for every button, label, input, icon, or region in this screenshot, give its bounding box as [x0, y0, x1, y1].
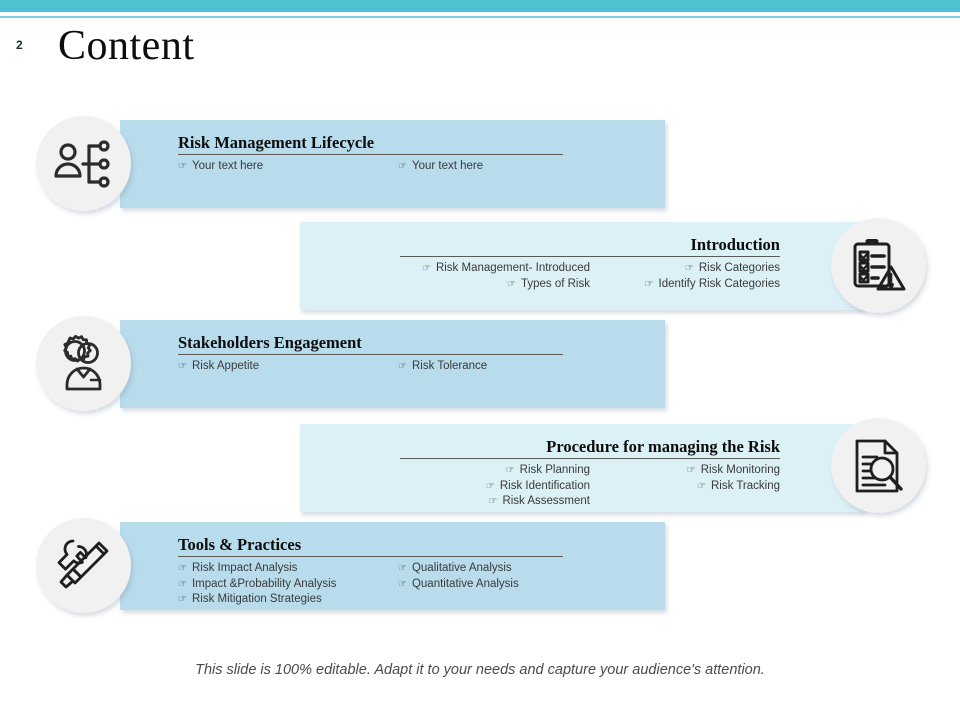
list-item-label: Identify Risk Categories — [658, 277, 780, 290]
bullet-icon: ☞ — [684, 263, 694, 275]
title-rule — [400, 256, 780, 258]
band-procedure-for-managing-the-risk[interactable]: Procedure for managing the Risk ☞ Risk P… — [300, 424, 865, 512]
band-title: Risk Management Lifecycle — [178, 133, 375, 152]
list-item-label: Your text here — [411, 160, 484, 173]
bullet-icon: ☞ — [697, 480, 706, 492]
bullet-icon: ☞ — [505, 465, 515, 477]
list-item-label: Risk Categories — [698, 262, 780, 275]
list-item: ☞ Your text here — [178, 159, 263, 175]
band-introduction[interactable]: Introduction ☞ Risk Management- Introduc… — [300, 222, 865, 310]
list-item-label: Risk Planning — [519, 464, 590, 477]
bullet-icon: ☞ — [178, 578, 187, 590]
bullet-icon: ☞ — [644, 278, 654, 290]
band-column-right: ☞ Your text here — [398, 159, 618, 175]
band-background — [120, 120, 665, 208]
list-item-label: Risk Tolerance — [411, 360, 488, 373]
band-title: Procedure for managing the Risk — [546, 437, 780, 456]
title-rule — [178, 154, 563, 156]
list-item: ☞ Risk Management- Introduced — [422, 261, 590, 277]
wrench-screwdriver-icon — [36, 518, 131, 613]
band-column-left: ☞ Risk Planning ☞ Risk Identification ☞ … — [400, 463, 590, 510]
band-title: Stakeholders Engagement — [178, 333, 362, 352]
list-item: ☞ Types of Risk — [507, 277, 590, 293]
list-item-label: Qualitative Analysis — [411, 562, 512, 575]
list-item: ☞ Risk Mitigation Strategies — [178, 592, 322, 608]
list-item: ☞ Impact &Probability Analysis — [178, 577, 336, 593]
editable-note: This slide is 100% editable. Adapt it to… — [195, 662, 765, 678]
list-item-label: Your text here — [191, 160, 264, 173]
band-column-left: ☞ Risk Impact Analysis ☞ Impact &Probabi… — [178, 561, 398, 608]
list-item: ☞ Qualitative Analysis — [398, 561, 512, 577]
band-column-right: ☞ Risk Tolerance — [398, 359, 618, 375]
list-item: ☞ Identify Risk Categories — [645, 277, 780, 293]
top-accent-bar — [0, 0, 960, 12]
title-rule — [400, 458, 780, 460]
bullet-icon: ☞ — [178, 563, 187, 575]
clipboard-warning-icon — [831, 218, 926, 313]
list-item-label: Risk Monitoring — [700, 464, 780, 477]
bullet-icon: ☞ — [686, 465, 696, 477]
bullet-icon: ☞ — [485, 480, 495, 492]
list-item: ☞ Risk Identification — [486, 479, 590, 495]
document-search-icon — [831, 418, 926, 513]
list-item-label: Impact &Probability Analysis — [191, 577, 337, 590]
bullet-icon: ☞ — [398, 578, 407, 590]
band-background — [120, 522, 665, 610]
list-item-label: Quantitative Analysis — [411, 577, 519, 590]
list-item-label: Risk Impact Analysis — [191, 562, 298, 575]
list-item: ☞ Risk Tolerance — [398, 359, 487, 375]
list-item-label: Risk Appetite — [191, 360, 260, 373]
list-item: ☞ Risk Planning — [506, 463, 590, 479]
list-item-label: Risk Mitigation Strategies — [191, 593, 322, 606]
band-column-left: ☞ Risk Appetite — [178, 359, 398, 375]
title-rule — [178, 556, 563, 558]
title-rule — [178, 354, 563, 356]
list-item: ☞ Quantitative Analysis — [398, 577, 519, 593]
bullet-icon: ☞ — [507, 278, 516, 290]
band-column-right: ☞ Qualitative Analysis ☞ Quantitative An… — [398, 561, 618, 608]
list-item: ☞ Risk Tracking — [697, 479, 780, 495]
band-column-left: ☞ Your text here — [178, 159, 398, 175]
top-accent-line — [0, 16, 960, 18]
band-background — [120, 320, 665, 408]
bullet-icon: ☞ — [488, 496, 498, 508]
band-background — [300, 424, 865, 512]
list-item-label: Risk Tracking — [710, 479, 780, 492]
band-title: Tools & Practices — [178, 535, 302, 554]
list-item: ☞ Risk Impact Analysis — [178, 561, 297, 577]
list-item-label: Risk Assessment — [502, 495, 590, 508]
page-number: 2 — [16, 38, 23, 52]
list-item-label: Risk Identification — [499, 479, 590, 492]
bullet-icon: ☞ — [398, 161, 407, 173]
band-background — [300, 222, 865, 310]
gear-people-icon — [36, 316, 131, 411]
band-stakeholders-engagement[interactable]: Stakeholders Engagement ☞ Risk Appetite … — [120, 320, 665, 408]
bullet-icon: ☞ — [398, 361, 407, 373]
list-item: ☞ Risk Monitoring — [687, 463, 780, 479]
list-item: ☞ Risk Categories — [685, 261, 780, 277]
bullet-icon: ☞ — [178, 594, 187, 606]
bullet-icon: ☞ — [178, 361, 187, 373]
person-branch-icon — [36, 116, 131, 211]
band-column-left: ☞ Risk Management- Introduced ☞ Types of… — [400, 261, 590, 292]
band-tools-and-practices[interactable]: Tools & Practices ☞ Risk Impact Analysis… — [120, 522, 665, 610]
page-title: Content — [58, 23, 195, 69]
bullet-icon: ☞ — [178, 161, 187, 173]
list-item-label: Types of Risk — [520, 277, 590, 290]
band-title: Introduction — [690, 235, 780, 254]
list-item-label: Risk Management- Introduced — [435, 262, 590, 275]
list-item: ☞ Your text here — [398, 159, 483, 175]
band-risk-management-lifecycle[interactable]: Risk Management Lifecycle ☞ Your text he… — [120, 120, 665, 208]
band-column-right: ☞ Risk Monitoring ☞ Risk Tracking — [590, 463, 780, 510]
band-column-right: ☞ Risk Categories ☞ Identify Risk Catego… — [590, 261, 780, 292]
list-item: ☞ Risk Appetite — [178, 359, 259, 375]
list-item: ☞ Risk Assessment — [488, 494, 590, 510]
bullet-icon: ☞ — [398, 563, 407, 575]
bullet-icon: ☞ — [421, 263, 431, 275]
